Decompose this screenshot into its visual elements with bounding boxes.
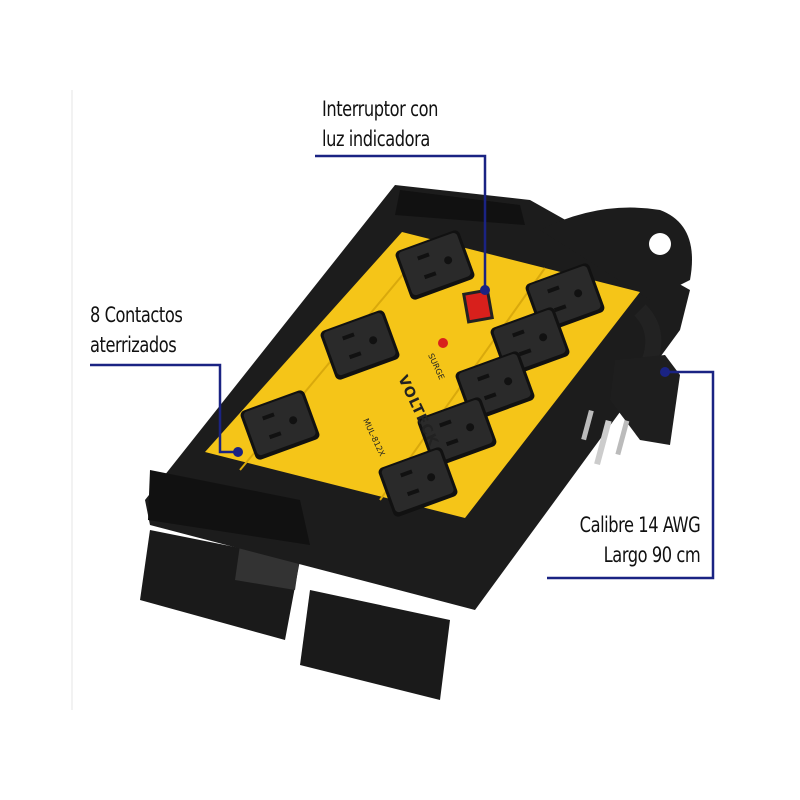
hanging-hole xyxy=(649,233,671,255)
plug-prong xyxy=(615,420,630,456)
outlet xyxy=(378,447,458,517)
mounting-feet xyxy=(140,530,450,700)
power-switch[interactable] xyxy=(462,288,494,324)
callout-switch: Interruptor con luz indicadora xyxy=(322,94,438,154)
callout-text: Calibre 14 AWG xyxy=(579,513,700,537)
callout-cable: Calibre 14 AWG Largo 90 cm xyxy=(579,510,700,570)
callout-dot xyxy=(660,367,670,377)
ground-prong xyxy=(594,419,612,465)
plug-prong xyxy=(581,409,594,441)
outlet xyxy=(320,310,400,380)
callout-dot xyxy=(480,285,490,295)
outlet xyxy=(240,390,320,460)
callout-text: Largo 90 cm xyxy=(603,543,700,567)
outlets xyxy=(240,230,605,517)
outlet xyxy=(395,230,475,300)
callout-outlets: 8 Contactos aterrizados xyxy=(90,300,183,360)
callout-dot xyxy=(233,447,243,457)
callout-text: 8 Contactos xyxy=(90,303,183,327)
callout-text: Interruptor con xyxy=(322,97,438,121)
callout-text: luz indicadora xyxy=(322,127,430,151)
callout-text: aterrizados xyxy=(90,333,177,357)
surge-led-icon xyxy=(438,338,448,348)
power-cord xyxy=(581,304,680,465)
plug xyxy=(610,355,680,445)
callout-lines xyxy=(90,154,715,580)
